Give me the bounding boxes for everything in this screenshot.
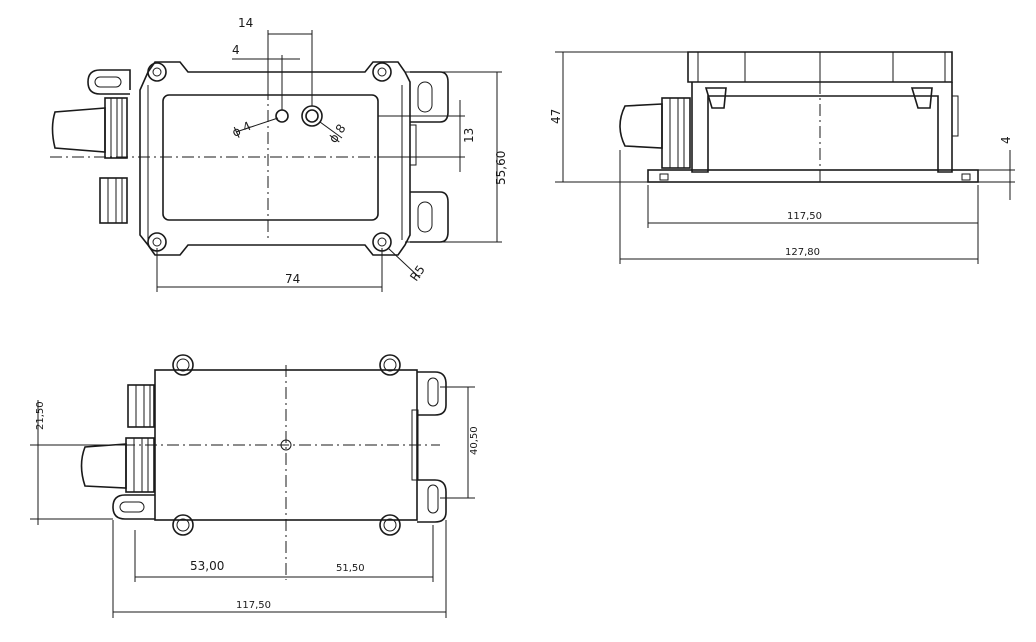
dim-117-50-side: 117,50	[647, 185, 979, 228]
top-view: 14 4 ϕ 4 ϕ 8 13 55,60 74 R5	[50, 16, 508, 292]
dim-r5: R5	[387, 247, 428, 284]
dim-label-4-top: 4	[232, 43, 240, 57]
top-view-inner-frame	[147, 85, 403, 240]
dim-13: 13	[378, 100, 476, 172]
dim-74: 74	[156, 248, 383, 292]
dim-label-127-80: 127,80	[785, 247, 820, 258]
bottom-view-screws	[172, 354, 401, 536]
side-view-clip-left	[704, 87, 727, 109]
dim-label-40-50: 40,50	[469, 426, 480, 455]
dim-label-phi8: ϕ 8	[326, 122, 349, 146]
dim-label-47: 47	[549, 109, 563, 124]
dim-label-74: 74	[285, 272, 300, 286]
bottom-view-small-gland	[127, 384, 155, 428]
bottom-view-large-gland	[80, 437, 155, 493]
dim-51-50: 51,50	[286, 525, 434, 582]
dim-label-117-50-bottom: 117,50	[236, 600, 271, 611]
dim-53-00: 53,00	[134, 530, 286, 582]
top-view-screw-holes	[147, 62, 392, 252]
side-view-clip-right	[910, 87, 933, 109]
dim-label-phi4: ϕ 4	[230, 119, 253, 140]
dim-label-117-50-side: 117,50	[787, 211, 822, 222]
dim-4-side: 4	[978, 136, 1015, 200]
top-view-flange-right-lower	[410, 191, 449, 243]
dim-label-21-50: 21,50	[35, 401, 46, 430]
dim-4-top: 4	[232, 43, 300, 110]
dim-label-53-00: 53,00	[190, 559, 224, 573]
hole-phi4	[275, 109, 289, 123]
top-view-body-outline	[139, 61, 411, 256]
hole-phi8	[301, 105, 323, 127]
dim-127-80: 127,80	[619, 150, 979, 264]
dim-47: 47	[549, 51, 688, 183]
bottom-view: 21,50 40,50 53,00 51,50 117,50	[30, 354, 480, 618]
dim-55-60: 55,60	[405, 71, 508, 243]
side-view-body	[691, 82, 953, 173]
screw-hole-top-right	[372, 62, 392, 82]
top-view-flange-left	[87, 69, 131, 95]
dim-117-50-bottom: 117,50	[112, 520, 447, 618]
top-view-small-gland	[99, 177, 128, 224]
top-view-cable-gland	[51, 97, 128, 159]
side-view-gland	[619, 97, 691, 169]
dim-label-51-50: 51,50	[336, 563, 365, 574]
dim-label-4-side: 4	[999, 136, 1013, 144]
dim-label-14: 14	[238, 16, 253, 30]
dim-14: 14	[238, 16, 313, 106]
dim-label-13: 13	[462, 128, 476, 143]
top-view-flange-right-upper	[410, 71, 449, 123]
dim-label-r5: R5	[407, 263, 428, 284]
screw-hole-top-left	[147, 62, 167, 82]
side-view: 47 4 117,50 127,80	[549, 51, 1015, 264]
dim-40-50: 40,50	[440, 386, 480, 499]
side-view-base	[647, 169, 979, 183]
dim-21-50: 21,50	[30, 400, 126, 525]
dim-label-55-60: 55,60	[494, 151, 508, 185]
